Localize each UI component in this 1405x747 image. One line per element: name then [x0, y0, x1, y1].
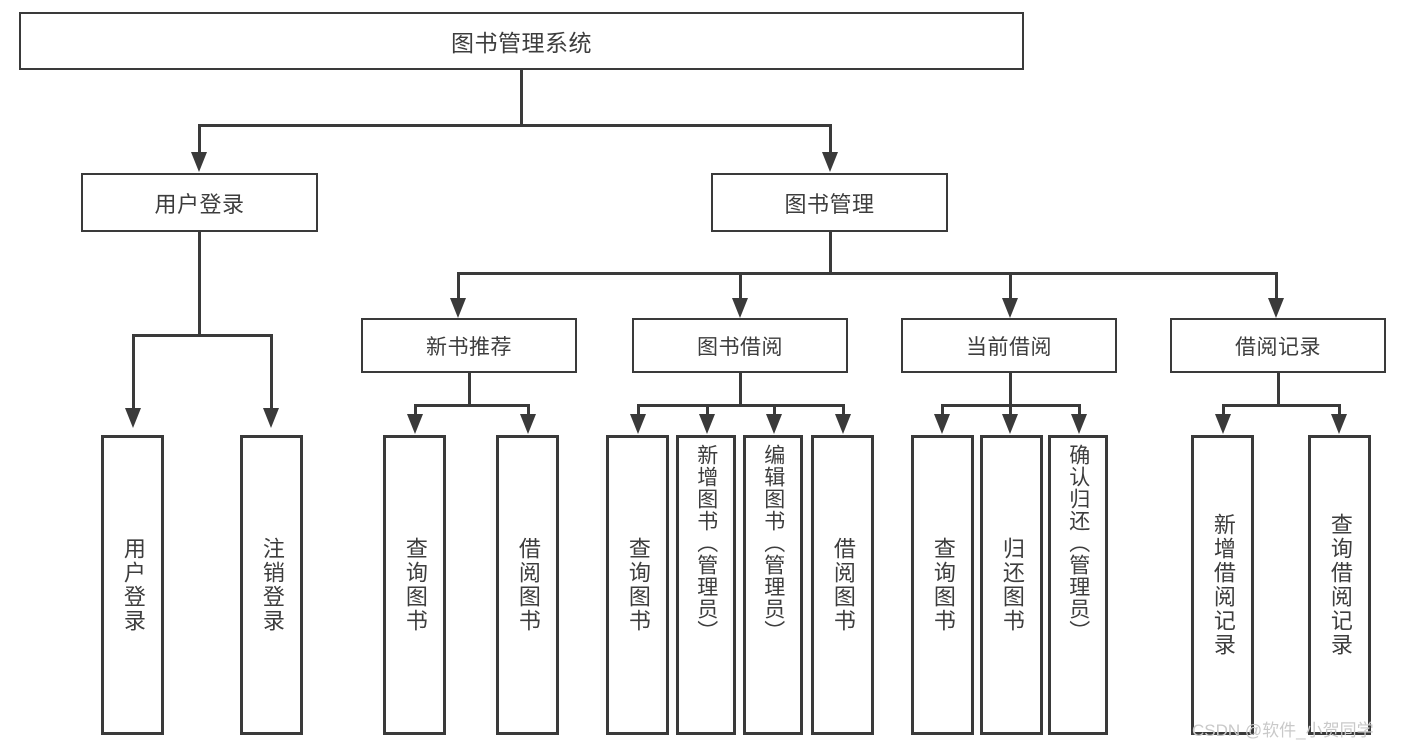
node-label: 图书借阅 — [697, 335, 783, 359]
node-book-borrow[interactable]: 图书借阅 — [632, 318, 848, 373]
connector-current-borrow-drop-2 — [1009, 404, 1012, 418]
leaf-label: 用户登录 — [120, 537, 146, 633]
connector-borrow-record-drop-1 — [1222, 404, 1225, 418]
leaf-label: 查询图书 — [402, 537, 428, 633]
connector-borrow-record-trunk — [1277, 373, 1280, 406]
connector-root-drop-2 — [829, 124, 832, 156]
connector-new-book-bus — [414, 404, 530, 407]
node-label: 用户登录 — [154, 191, 245, 217]
arrow-down-icon — [1071, 414, 1087, 434]
arrow-down-icon — [1268, 298, 1284, 318]
connector-new-book-trunk — [468, 373, 471, 406]
arrow-down-icon — [407, 414, 423, 434]
connector-borrow-record-bus — [1222, 404, 1341, 407]
arrow-down-icon — [934, 414, 950, 434]
node-label: 图书管理 — [784, 191, 875, 217]
leaf-query-book-recommend[interactable]: 查询图书 — [383, 435, 446, 735]
connector-user-login-drop-2 — [270, 334, 273, 412]
node-label: 图书管理系统 — [451, 30, 592, 56]
connector-root-trunk — [520, 70, 523, 125]
connector-root-drop-1 — [198, 124, 201, 156]
arrow-down-icon — [732, 298, 748, 318]
node-user-login[interactable]: 用户登录 — [81, 173, 318, 232]
leaf-query-borrow-record[interactable]: 查询借阅记录 — [1308, 435, 1371, 735]
connector-root-bus — [198, 124, 832, 127]
node-current-borrow[interactable]: 当前借阅 — [901, 318, 1117, 373]
leaf-borrow-book-recommend[interactable]: 借阅图书 — [496, 435, 559, 735]
connector-book-mgmt-trunk — [829, 232, 832, 274]
leaf-label: 新增借阅记录 — [1210, 513, 1236, 657]
arrow-down-icon — [263, 408, 279, 428]
leaf-label: 借阅图书 — [515, 537, 541, 633]
leaf-label: 编辑图书（管理员） — [761, 444, 785, 642]
connector-user-login-bus — [132, 334, 273, 337]
leaf-query-book-current[interactable]: 查询图书 — [911, 435, 974, 735]
node-label: 新书推荐 — [426, 335, 512, 359]
connector-book-borrow-bus — [637, 404, 845, 407]
leaf-logout[interactable]: 注销登录 — [240, 435, 303, 735]
connector-book-mgmt-drop-4 — [1275, 272, 1278, 302]
node-new-book-recommend[interactable]: 新书推荐 — [361, 318, 577, 373]
arrow-down-icon — [1002, 298, 1018, 318]
leaf-label: 查询图书 — [625, 537, 651, 633]
connector-current-borrow-drop-1 — [941, 404, 944, 418]
leaf-add-book-admin[interactable]: 新增图书（管理员） — [676, 435, 736, 735]
leaf-return-book[interactable]: 归还图书 — [980, 435, 1043, 735]
arrow-down-icon — [835, 414, 851, 434]
arrow-down-icon — [766, 414, 782, 434]
arrow-down-icon — [699, 414, 715, 434]
arrow-down-icon — [1215, 414, 1231, 434]
leaf-label: 注销登录 — [259, 537, 285, 633]
arrow-down-icon — [630, 414, 646, 434]
connector-book-borrow-trunk — [739, 373, 742, 406]
connector-book-borrow-drop-2 — [706, 404, 709, 418]
node-borrow-record[interactable]: 借阅记录 — [1170, 318, 1386, 373]
leaf-user-login[interactable]: 用户登录 — [101, 435, 164, 735]
leaf-label: 归还图书 — [999, 537, 1025, 633]
leaf-confirm-return-admin[interactable]: 确认归还（管理员） — [1048, 435, 1108, 735]
leaf-label: 确认归还（管理员） — [1066, 444, 1090, 642]
connector-current-borrow-drop-3 — [1078, 404, 1081, 418]
arrow-down-icon — [1002, 414, 1018, 434]
arrow-down-icon — [1331, 414, 1347, 434]
connector-new-book-drop-1 — [414, 404, 417, 418]
leaf-edit-book-admin[interactable]: 编辑图书（管理员） — [743, 435, 803, 735]
connector-book-mgmt-drop-1 — [457, 272, 460, 302]
connector-book-mgmt-drop-3 — [1009, 272, 1012, 302]
leaf-label: 新增图书（管理员） — [694, 444, 718, 642]
leaf-label: 查询图书 — [930, 537, 956, 633]
node-label: 借阅记录 — [1235, 335, 1321, 359]
arrow-down-icon — [450, 298, 466, 318]
connector-book-borrow-drop-4 — [842, 404, 845, 418]
connector-user-login-trunk — [198, 232, 201, 336]
connector-current-borrow-trunk — [1009, 373, 1012, 406]
leaf-query-book-borrow[interactable]: 查询图书 — [606, 435, 669, 735]
connector-book-mgmt-drop-2 — [739, 272, 742, 302]
connector-book-borrow-drop-1 — [637, 404, 640, 418]
connector-user-login-drop-1 — [132, 334, 135, 412]
node-root-book-management-system[interactable]: 图书管理系统 — [19, 12, 1024, 70]
node-label: 当前借阅 — [966, 335, 1052, 359]
node-book-management[interactable]: 图书管理 — [711, 173, 948, 232]
arrow-down-icon — [520, 414, 536, 434]
connector-book-borrow-drop-3 — [773, 404, 776, 418]
arrow-down-icon — [191, 152, 207, 172]
arrow-down-icon — [822, 152, 838, 172]
csdn-watermark: CSDN @软件_小贺同学 — [1192, 721, 1374, 740]
leaf-label: 借阅图书 — [830, 537, 856, 633]
arrow-down-icon — [125, 408, 141, 428]
leaf-label: 查询借阅记录 — [1327, 513, 1353, 657]
connector-new-book-drop-2 — [527, 404, 530, 418]
connector-book-mgmt-bus — [457, 272, 1277, 275]
leaf-add-borrow-record[interactable]: 新增借阅记录 — [1191, 435, 1254, 735]
connector-borrow-record-drop-2 — [1338, 404, 1341, 418]
leaf-borrow-book[interactable]: 借阅图书 — [811, 435, 874, 735]
